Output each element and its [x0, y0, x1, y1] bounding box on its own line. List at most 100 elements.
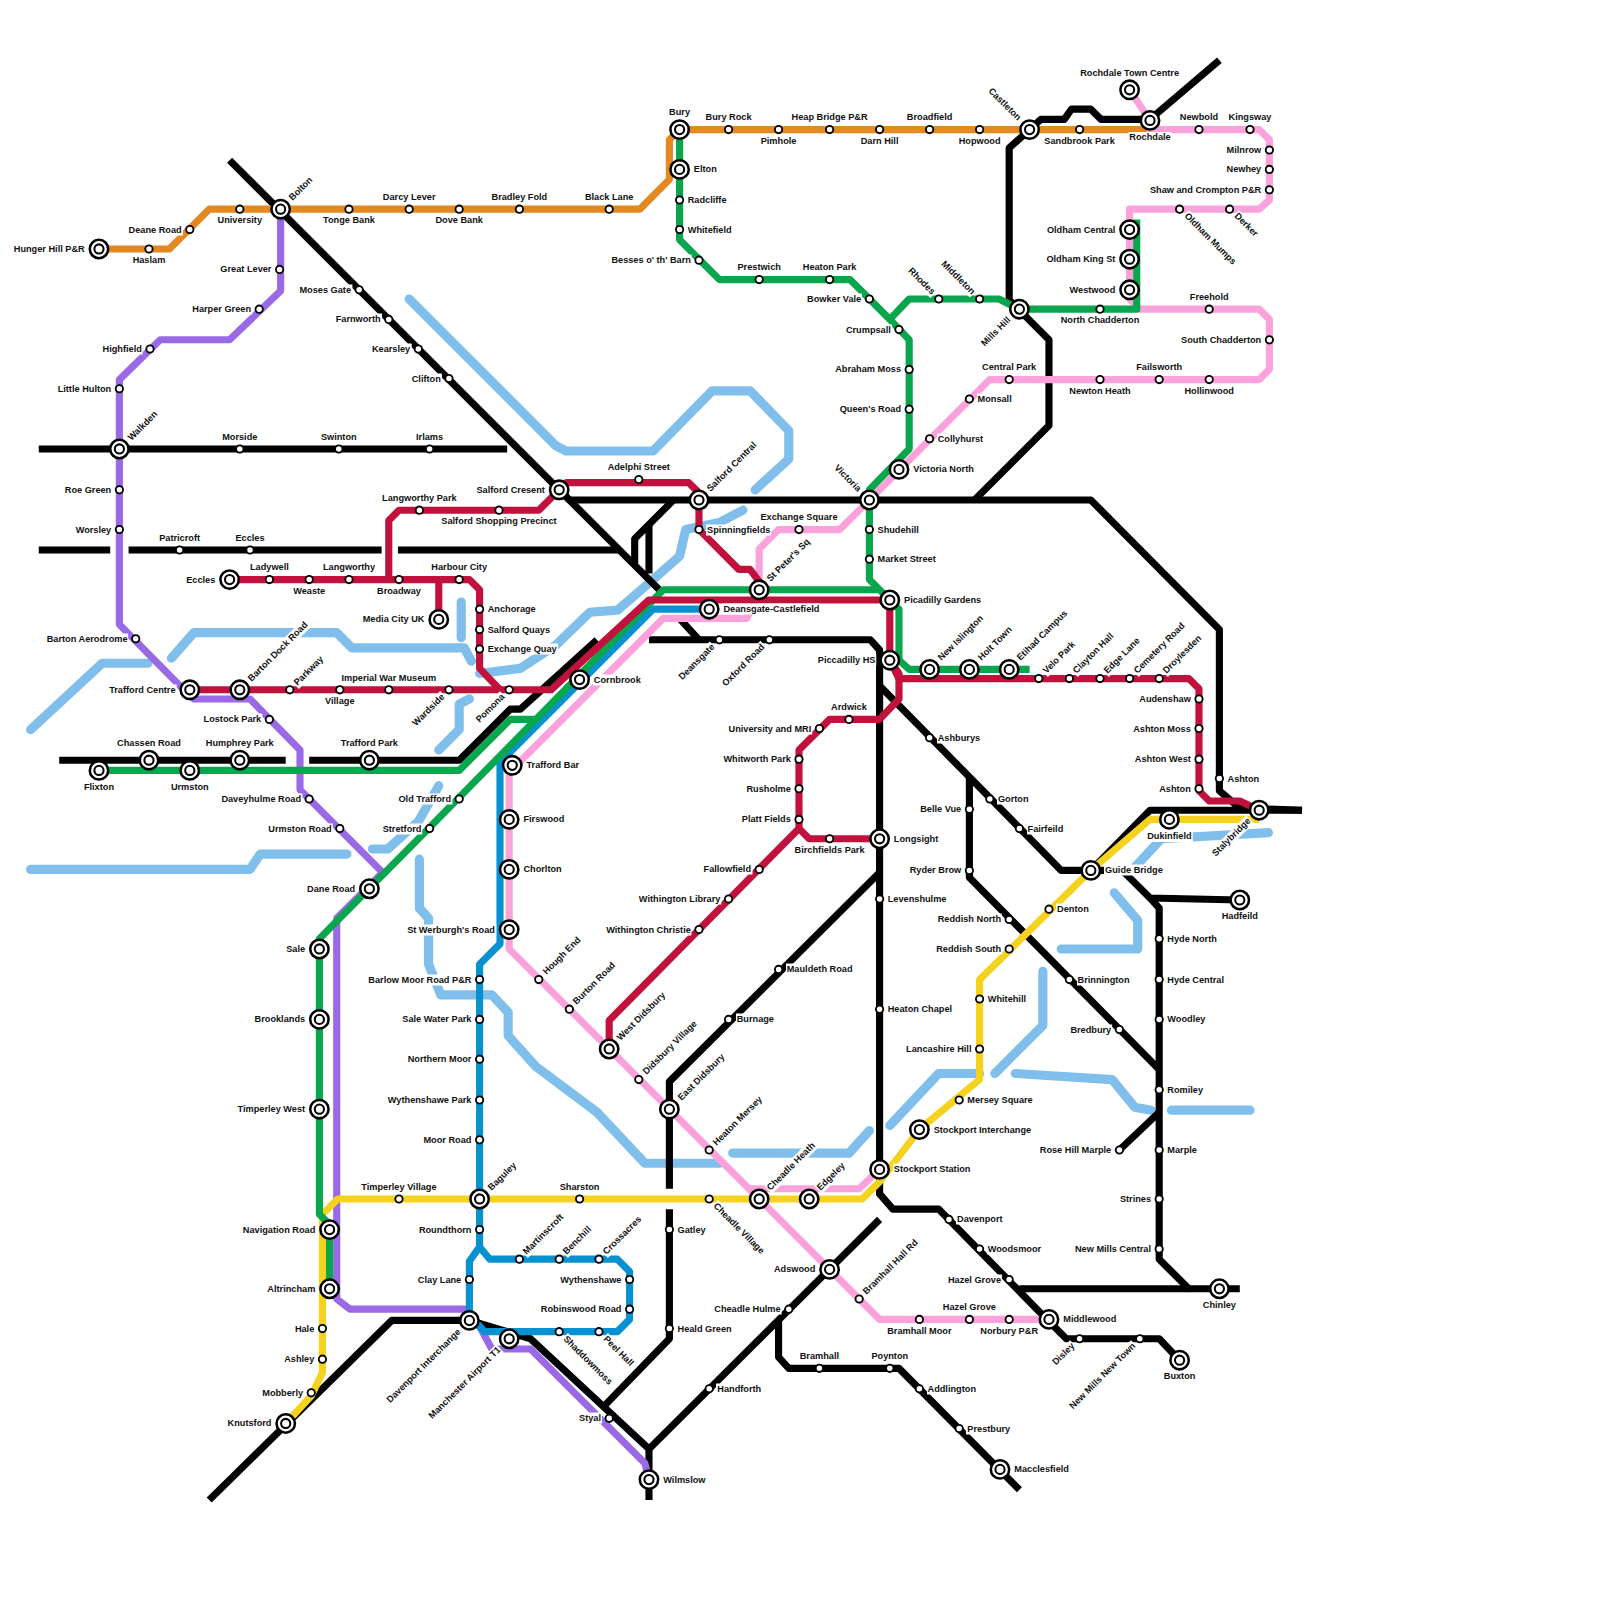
interchange-ring — [500, 810, 518, 828]
stop-dot — [426, 445, 433, 452]
station-label: Daveyhulme Road — [220, 793, 302, 804]
interchange-ring — [310, 940, 328, 958]
interchange-ring — [860, 491, 878, 509]
station-marker — [310, 940, 328, 958]
station-marker — [676, 226, 683, 233]
rail-line — [635, 500, 674, 563]
rail-line — [129, 546, 382, 553]
station-label: Holt Town — [975, 624, 1015, 664]
station-marker — [1206, 376, 1213, 383]
station-label: Romiley — [1166, 1084, 1204, 1095]
station-marker — [1082, 861, 1100, 879]
station-label: Adswood — [773, 1264, 816, 1275]
station-label: Mills Hill — [979, 314, 1015, 350]
station-marker — [476, 1226, 483, 1233]
station-label: Failsworth — [1135, 362, 1183, 373]
station-marker — [1156, 1016, 1163, 1023]
station-label: Barton Aerodrome — [46, 633, 129, 644]
station-marker — [1156, 1086, 1163, 1093]
station-label: Ashton — [1227, 773, 1261, 784]
interchange-core — [505, 925, 514, 934]
station-marker — [556, 1328, 563, 1335]
interchange-ring — [500, 920, 518, 938]
station-label: Freehold — [1189, 292, 1230, 303]
station-marker — [550, 481, 568, 499]
interchange-core — [875, 834, 884, 843]
stop-dot — [976, 1045, 983, 1052]
station-marker — [906, 406, 913, 413]
stop-dot — [308, 1389, 315, 1396]
rail-line — [119, 209, 649, 1479]
station-label: Trafford Park — [340, 738, 399, 749]
station-label: Haslam — [132, 255, 167, 266]
station-marker — [1116, 1146, 1123, 1153]
station-label: Marple — [1166, 1145, 1198, 1156]
stop-dot — [1076, 126, 1083, 133]
station-label: Shudehill — [877, 524, 920, 535]
station-marker — [976, 1245, 983, 1252]
interchange-core — [235, 685, 244, 694]
station-label: Woodley — [1166, 1014, 1206, 1025]
interchange-ring — [320, 1220, 338, 1238]
station-label: Macclesfield — [1013, 1464, 1070, 1475]
stop-dot — [476, 626, 483, 633]
station-marker — [826, 126, 833, 133]
interchange-ring — [820, 1260, 838, 1278]
station-marker — [506, 686, 513, 693]
interchange-ring — [1000, 660, 1018, 678]
interchange-core — [315, 1105, 324, 1114]
interchange-core — [644, 1475, 653, 1484]
station-marker — [800, 1190, 818, 1208]
interchange-ring — [1120, 220, 1138, 238]
station-label: Tonge Bank — [322, 215, 376, 226]
station-marker — [916, 1316, 923, 1323]
stop-dot — [966, 395, 973, 402]
station-label: Brooklands — [254, 1014, 307, 1025]
stop-dot — [186, 226, 193, 233]
station-label: University and MRI — [728, 723, 813, 734]
station-marker — [1216, 775, 1223, 782]
station-marker — [385, 316, 392, 323]
stop-dot — [1136, 1335, 1143, 1342]
station-marker — [1120, 281, 1138, 299]
station-marker — [1210, 1280, 1228, 1298]
stop-dot — [775, 126, 782, 133]
station-marker — [476, 1136, 483, 1143]
stop-dot — [725, 895, 732, 902]
station-label: Chinley — [1202, 1300, 1237, 1311]
station-label: Urmston — [170, 782, 210, 793]
station-label: Bramhall — [799, 1351, 840, 1362]
station-marker — [866, 526, 873, 533]
station-label: Bradley Fold — [491, 192, 549, 203]
stop-dot — [415, 345, 422, 352]
station-label: Brinnington — [1077, 974, 1131, 985]
stop-dot — [516, 1256, 523, 1263]
station-label: Barlow Moor Road P&R — [367, 974, 472, 985]
stop-dot — [666, 1226, 673, 1233]
station-label: Altrincham — [266, 1283, 316, 1294]
station-label: Stretford — [382, 823, 423, 834]
station-label: Bramhall Hall Rd — [860, 1237, 921, 1298]
station-label: Trafford Bar — [526, 760, 581, 771]
interchange-core — [325, 1225, 334, 1234]
station-marker — [660, 1100, 678, 1118]
stop-dot — [876, 1006, 883, 1013]
station-label: Knutsford — [227, 1418, 273, 1429]
station-label: Prestwich — [736, 262, 781, 273]
stop-dot — [986, 795, 993, 802]
stop-dot — [1156, 1195, 1163, 1202]
interchange-core — [1125, 85, 1134, 94]
station-marker — [876, 895, 883, 902]
station-label: Picadilly Gardens — [903, 595, 982, 606]
interchange-core — [315, 1015, 324, 1024]
stop-dot — [1126, 675, 1133, 682]
station-marker — [476, 976, 483, 983]
stop-dot — [1176, 206, 1183, 213]
station-marker — [775, 126, 782, 133]
stop-dot — [676, 196, 683, 203]
station-marker — [146, 345, 153, 352]
station-label: Addlington — [927, 1383, 977, 1394]
station-label: Handforth — [716, 1383, 762, 1394]
station-marker — [795, 816, 802, 823]
station-label: West Didsbury — [614, 989, 669, 1044]
